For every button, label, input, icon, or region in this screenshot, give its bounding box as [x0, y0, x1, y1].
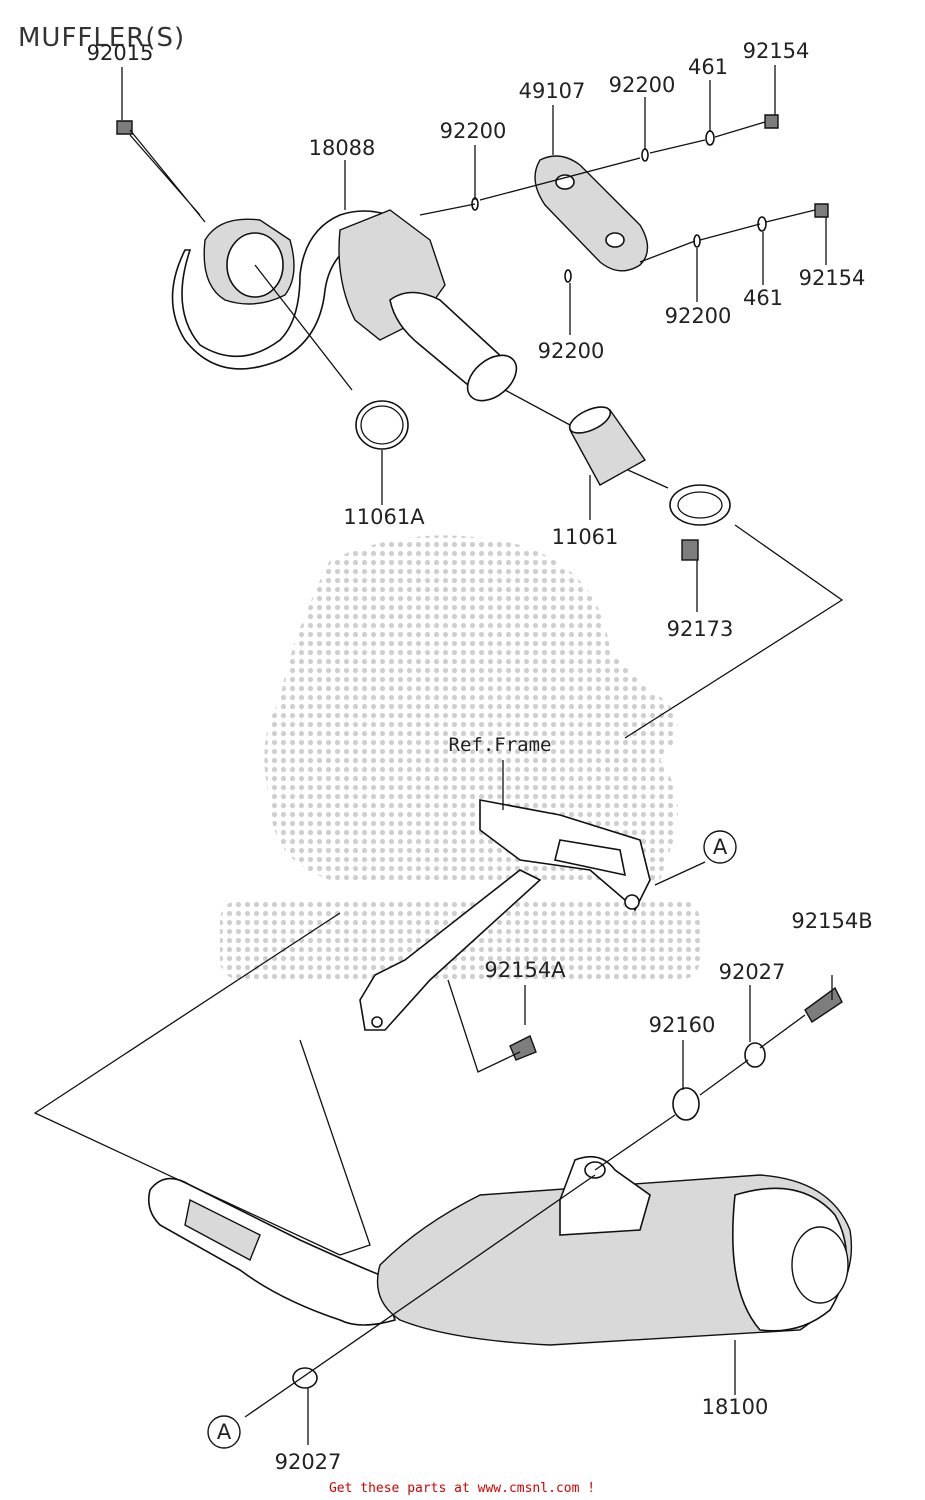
svg-text:A: A	[713, 835, 728, 859]
clamp-92173	[669, 484, 731, 561]
washer-92027-lower	[292, 1367, 318, 1389]
footer-link[interactable]: Get these parts at www.cmsnl.com !	[329, 1481, 595, 1496]
label-18088[interactable]: 18088	[309, 136, 376, 160]
muffler-18100	[147, 1155, 853, 1346]
bolt-92154A	[509, 1035, 537, 1061]
label-11061[interactable]: 11061	[552, 525, 619, 549]
label-92160[interactable]: 92160	[649, 1013, 716, 1037]
label-92154A[interactable]: 92154A	[484, 958, 566, 982]
callout-a-upper: A	[703, 830, 737, 864]
leader-lines	[33, 65, 844, 1445]
gasket-11061A	[355, 400, 409, 450]
label-92200-d[interactable]: 92200	[538, 339, 605, 363]
washer-92027-upper	[744, 1042, 766, 1068]
sleeve-11061	[568, 406, 647, 486]
watermark-logo	[220, 535, 700, 980]
label-461-b[interactable]: 461	[743, 286, 783, 310]
label-92154-b[interactable]: 92154	[799, 266, 866, 290]
label-92015[interactable]: 92015	[87, 41, 154, 65]
label-92173[interactable]: 92173	[667, 617, 734, 641]
reference-frame	[359, 799, 651, 1031]
label-92154B[interactable]: 92154B	[791, 909, 872, 933]
label-92154-a[interactable]: 92154	[743, 39, 810, 63]
bolt-92154B	[804, 986, 843, 1023]
label-92200-a[interactable]: 92200	[440, 119, 507, 143]
label-92200-b[interactable]: 92200	[609, 73, 676, 97]
heat-guard-49107	[534, 155, 649, 272]
upper-fasteners	[116, 114, 829, 283]
label-92027-a[interactable]: 92027	[719, 960, 786, 984]
label-18100[interactable]: 18100	[702, 1395, 769, 1419]
callout-a-lower: A	[207, 1415, 241, 1449]
svg-text:A: A	[217, 1420, 232, 1444]
label-11061A[interactable]: 11061A	[343, 505, 425, 529]
label-461-a[interactable]: 461	[688, 55, 728, 79]
page-title: MUFFLER(S)	[18, 23, 185, 53]
grommet-92160	[672, 1087, 700, 1121]
label-92200-c[interactable]: 92200	[665, 304, 732, 328]
label-ref-frame: Ref.Frame	[449, 734, 552, 756]
label-92027-b[interactable]: 92027	[275, 1450, 342, 1474]
header-pipe-18088	[171, 209, 518, 402]
label-49107[interactable]: 49107	[519, 79, 586, 103]
